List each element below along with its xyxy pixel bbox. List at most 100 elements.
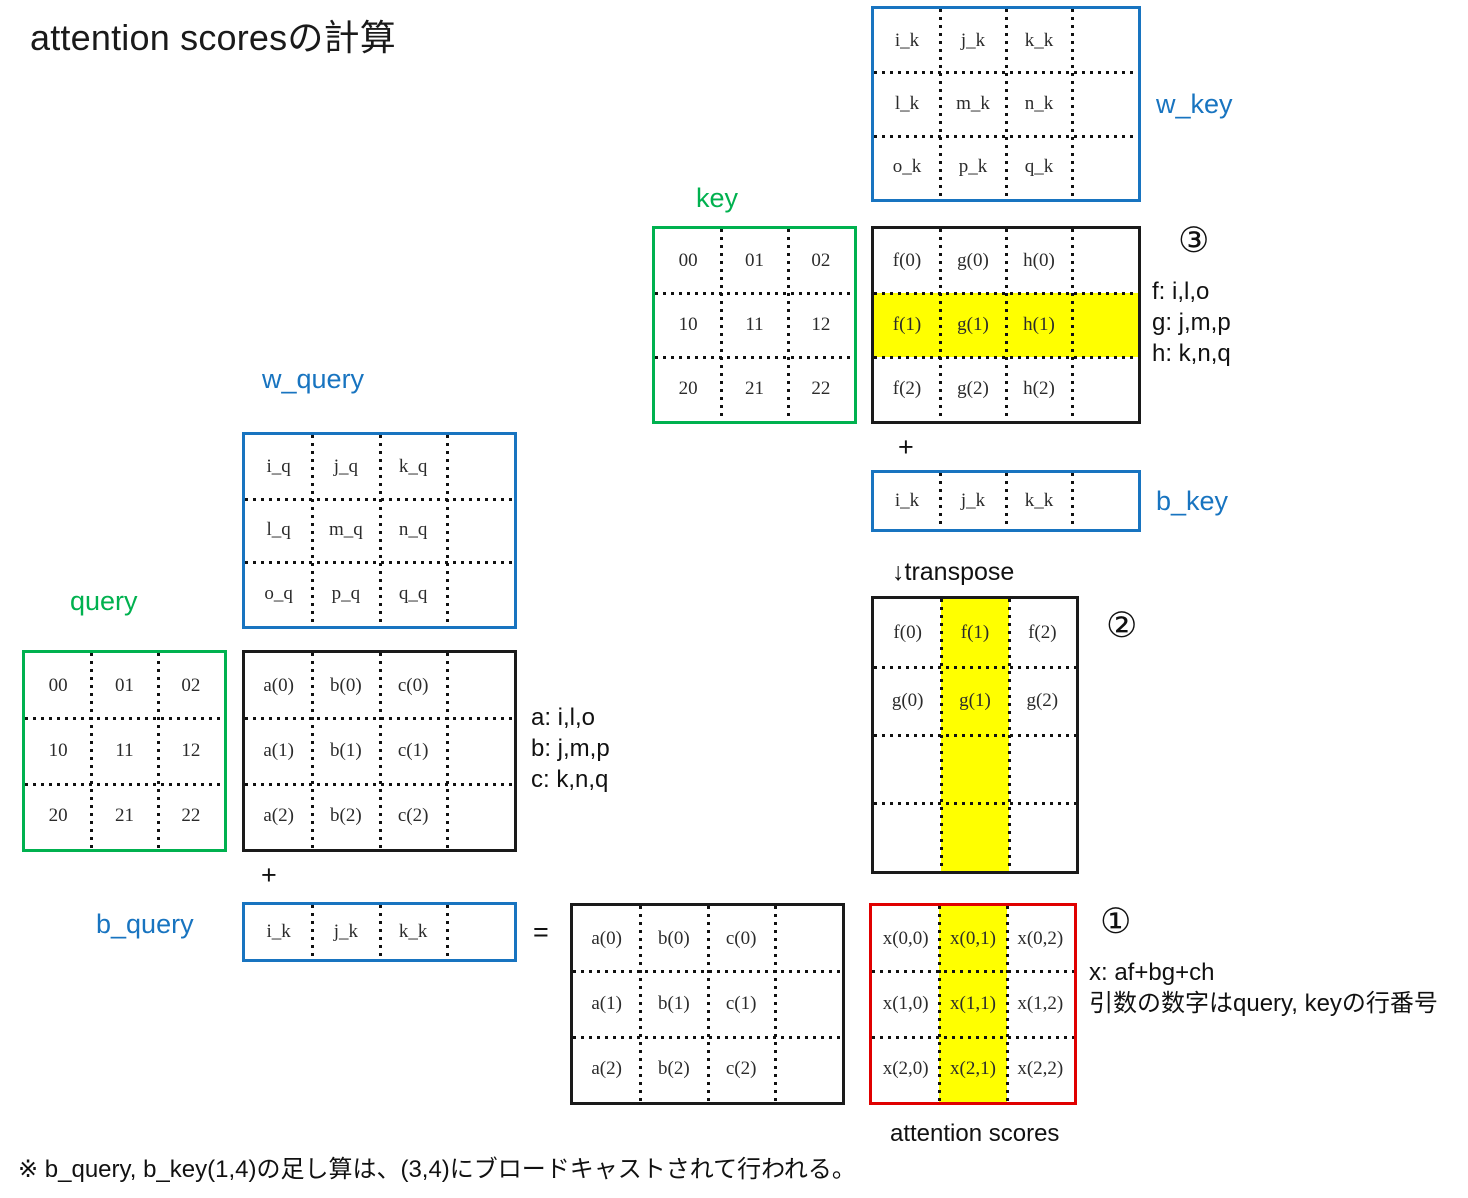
matrix-cell [447, 784, 514, 849]
matrix-cell: b(2) [658, 1058, 690, 1080]
matrix-row: a(1)b(1)c(1) [573, 971, 842, 1036]
matrix-cell: g(1) [959, 690, 991, 711]
matrix-cell: i_k [894, 29, 920, 51]
matrix-cell: 21 [114, 805, 134, 827]
matrix-cell [775, 906, 842, 971]
column-separator [378, 905, 382, 959]
matrix-cell [447, 718, 514, 783]
column-separator [445, 905, 449, 959]
matrix-cell [874, 735, 941, 803]
matrix-cell: a(2) [591, 1058, 622, 1080]
label-query: query [70, 586, 138, 616]
matrix-cell: c(1) [397, 739, 429, 761]
matrix-cell: g(2) [957, 378, 989, 399]
page-title: attention scoresの計算 [30, 17, 396, 58]
column-separator [706, 906, 710, 1102]
row-separator [25, 717, 224, 721]
highlight-column [939, 906, 1007, 1102]
matrix-cell: a(2) [263, 805, 294, 827]
matrix-cell [1072, 293, 1138, 357]
matrix-row: a(0)b(0)c(0) [573, 906, 842, 971]
matrix-cell: x(0,1) [950, 927, 996, 949]
matrix-cell: a(0) [591, 927, 622, 949]
matrix-row [874, 803, 1076, 871]
matrix-cell: 11 [745, 314, 764, 335]
matrix-cell [1072, 229, 1138, 293]
matrix-cell: j_q [333, 455, 359, 477]
row-separator [573, 1035, 842, 1039]
column-separator [939, 9, 942, 199]
matrix-cell [874, 803, 941, 871]
matrix-cell: b(1) [658, 992, 690, 1014]
matrix-cell: 11 [115, 739, 134, 761]
matrix-cell: k_k [1024, 29, 1054, 51]
matrix-row: f(2)g(2)h(2) [874, 357, 1138, 421]
matrix-row: g(0)g(1)g(2) [874, 667, 1076, 735]
matrix-cell: g(0) [957, 250, 989, 271]
attention-scores-caption: attention scores [890, 1120, 1060, 1147]
matrix-cell [775, 971, 842, 1036]
matrix-cell: 02 [181, 674, 201, 696]
column-separator [1071, 473, 1074, 529]
step-marker-one: ① [1100, 902, 1132, 941]
row-separator [874, 291, 1138, 295]
matrix-row: a(2)b(2)c(2) [573, 1037, 842, 1102]
column-separator [939, 229, 942, 421]
matrix-cell: x(1,1) [950, 992, 996, 1014]
matrix-cell: a(1) [263, 739, 294, 761]
matrix-row: a(2)b(2)c(2) [245, 784, 514, 849]
matrix-cell: 00 [678, 250, 698, 271]
matrix-cell: i_q [266, 455, 291, 477]
matrix-attention-scores: x(0,0)x(0,1)x(0,2)x(1,0)x(1,1)x(1,2)x(2,… [869, 903, 1077, 1105]
row-separator [25, 782, 224, 786]
matrix-cell [1072, 72, 1138, 135]
column-separator [720, 229, 724, 421]
matrix-cell: x(1,2) [1017, 992, 1064, 1014]
query-legend: a: i,l,o b: j,m,p c: k,n,q [531, 704, 610, 793]
matrix-cell: o_q [264, 583, 293, 605]
column-separator [311, 905, 315, 959]
matrix-cell: i_k [266, 921, 291, 942]
matrix-cell: g(1) [957, 314, 989, 335]
matrix-cell: c(0) [725, 927, 757, 949]
row-separator [872, 970, 1074, 974]
column-separator [939, 473, 942, 529]
step-marker-two: ② [1106, 606, 1138, 645]
label-b-query: b_query [96, 909, 194, 939]
matrix-cell: g(2) [1026, 690, 1059, 711]
row-separator [245, 561, 514, 565]
matrix-cell: i_k [894, 490, 920, 511]
row-separator [874, 734, 1076, 737]
matrix-cell: m_q [328, 519, 363, 541]
column-separator [938, 906, 942, 1102]
matrix-cell: k_k [398, 921, 428, 942]
matrix-cell: o_k [892, 156, 922, 178]
matrix-cell: c(0) [397, 674, 429, 696]
matrix-query-product: a(0)b(0)c(0)a(1)b(1)c(1)a(2)b(2)c(2) [242, 650, 517, 852]
column-separator [1071, 229, 1074, 421]
matrix-cell: 10 [678, 314, 698, 335]
row-separator [874, 134, 1138, 138]
matrix-cell: f(1) [892, 314, 922, 335]
column-separator [773, 906, 777, 1102]
row-separator [655, 291, 854, 295]
matrix-row: x(0,0)x(0,1)x(0,2) [872, 906, 1074, 971]
matrix-cell: c(2) [397, 805, 429, 827]
matrix-cell: m_k [956, 92, 990, 114]
matrix-cell: j_k [333, 921, 359, 942]
matrix-cell: 01 [114, 674, 134, 696]
matrix-cell: b(1) [330, 739, 362, 761]
matrix-cell: x(0,2) [1017, 927, 1064, 949]
matrix-cell [1009, 803, 1076, 871]
column-separator [639, 906, 643, 1102]
